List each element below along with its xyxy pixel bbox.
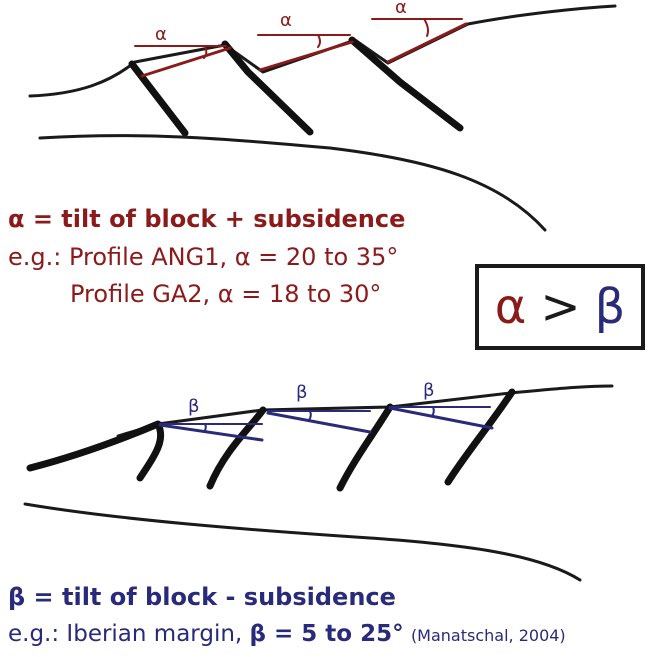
alpha-fault-1 — [128, 60, 189, 137]
alpha-example-line-2: Profile GA2, α = 18 to 30° — [70, 280, 382, 308]
comparison-alpha: α — [494, 279, 527, 335]
beta-basement-line — [23, 502, 582, 582]
alpha-tilt-line-3 — [386, 22, 468, 64]
beta-tilt-line-2 — [266, 411, 372, 434]
alpha-panel-drawing: α α α — [28, 0, 617, 232]
beta-example-value: β = 5 to 25° — [249, 621, 404, 647]
alpha-fault-3 — [348, 36, 464, 132]
beta-tilt-line-3 — [388, 406, 494, 430]
beta-example-line: e.g.: Iberian margin, β = 5 to 25° (Mana… — [8, 623, 566, 646]
beta-reference: (Manatschal, 2004) — [410, 626, 566, 645]
alpha-arc-3 — [423, 18, 429, 37]
alpha-basement-line — [38, 134, 547, 232]
beta-fault-4 — [444, 388, 516, 486]
alpha-example-line-1: e.g.: Profile ANG1, α = 20 to 35° — [8, 243, 399, 271]
beta-fault-1 — [26, 420, 165, 482]
beta-angle-label-3: β — [423, 380, 435, 401]
comparison-operator: > — [540, 279, 581, 335]
alpha-arc-2 — [317, 34, 321, 48]
alpha-title: α = tilt of block + subsidence — [8, 205, 406, 233]
beta-title: β = tilt of block - subsidence — [8, 583, 396, 611]
beta-arc-1 — [203, 423, 207, 433]
comparison-beta: β — [594, 279, 626, 335]
beta-fault-3 — [336, 403, 394, 492]
beta-tilt-line-1 — [158, 423, 264, 442]
beta-arc-3 — [431, 406, 435, 417]
alpha-greater-than-beta-box: α > β — [475, 264, 645, 350]
beta-panel-drawing: β β β — [23, 380, 614, 582]
alpha-tilt-line-2 — [258, 40, 354, 72]
beta-arc-2 — [308, 410, 312, 421]
alpha-arc-1 — [203, 45, 208, 59]
beta-fault-2 — [206, 406, 267, 490]
alpha-angle-label-1: α — [155, 24, 167, 45]
beta-example-prefix: e.g.: Iberian margin, — [8, 621, 250, 647]
alpha-tilt-line-1 — [140, 46, 232, 78]
beta-surface-line — [116, 384, 614, 438]
beta-angle-label-2: β — [296, 382, 308, 403]
alpha-angle-label-3: α — [395, 0, 407, 18]
alpha-fault-2 — [221, 40, 314, 136]
alpha-surface-line — [28, 4, 617, 98]
alpha-angle-label-2: α — [280, 10, 292, 31]
beta-angle-label-1: β — [188, 396, 200, 417]
